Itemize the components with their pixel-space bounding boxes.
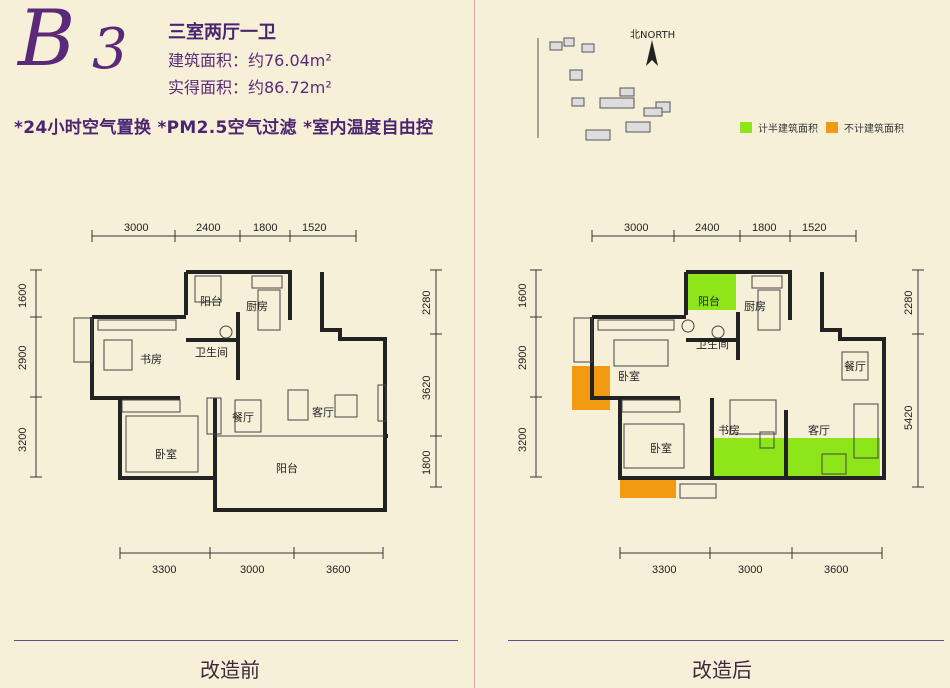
dim-left-3: 3200 [17, 428, 29, 452]
room-living: 客厅 [808, 423, 830, 437]
built-area: 建筑面积：约76.04m² [168, 51, 332, 70]
dim-top-1: 3000 [624, 222, 648, 234]
room-balcony-top: 阳台 [200, 294, 222, 308]
room-kitchen: 厨房 [246, 300, 268, 313]
north-arrow-icon [646, 40, 658, 66]
room-balcony-top: 阳台 [698, 294, 720, 308]
dim-top-4: 1520 [302, 222, 326, 234]
floorplan-before: 3000 2400 1800 1520 3300 3000 3600 1600 … [17, 222, 442, 576]
dim-left-1: 1600 [517, 284, 529, 308]
dim-right-3: 1800 [421, 451, 433, 475]
dim-top-2: 2400 [695, 222, 719, 234]
room-bedroom-2: 卧室 [650, 441, 672, 455]
legend-excluded-area: 不计建筑面积 [826, 120, 904, 135]
dim-top-2: 2400 [196, 222, 220, 234]
area-half-living [712, 438, 880, 478]
room-living: 客厅 [312, 405, 334, 419]
layout-name: 三室两厅一卫 [168, 22, 276, 43]
caption-line-right [508, 640, 944, 641]
room-bedroom: 卧室 [155, 447, 177, 461]
legend-swatch-green [740, 122, 752, 133]
dim-bottom-1: 3300 [152, 564, 176, 576]
unit-letter: B [18, 0, 76, 84]
room-bathroom: 卫生间 [195, 345, 228, 359]
legend-half-area: 计半建筑面积 [740, 120, 818, 135]
room-balcony-bottom: 阳台 [276, 461, 298, 475]
dim-right-2: 5420 [903, 406, 915, 430]
features-text: *24小时空气置换 *PM2.5空气过滤 *室内温度自由控 [14, 118, 434, 138]
unit-number: 3 [92, 17, 128, 82]
caption-line-left [14, 640, 458, 641]
area-excluded-window [620, 478, 676, 498]
room-study: 书房 [718, 424, 740, 437]
dim-top-1: 3000 [124, 222, 148, 234]
room-study: 书房 [140, 353, 162, 366]
room-bedroom-1: 卧室 [618, 369, 640, 383]
dim-right-2: 3620 [421, 376, 433, 400]
page-divider [474, 0, 475, 688]
room-dining: 餐厅 [232, 410, 254, 424]
dim-top-4: 1520 [802, 222, 826, 234]
legend-label-excluded: 不计建筑面积 [844, 124, 904, 135]
dim-right-1: 2280 [421, 291, 433, 315]
dim-right-1: 2280 [903, 291, 915, 315]
dim-left-1: 1600 [17, 284, 29, 308]
dim-left-2: 2900 [517, 346, 529, 370]
floorplan-after: 3000 2400 1800 1520 3300 3000 3600 1600 … [517, 222, 924, 576]
actual-area: 实得面积：约86.72m² [168, 78, 332, 97]
dim-bottom-3: 3600 [824, 564, 848, 576]
dim-bottom-2: 3000 [738, 564, 762, 576]
caption-after: 改造后 [692, 658, 752, 682]
dim-bottom-1: 3300 [652, 564, 676, 576]
dim-bottom-2: 3000 [240, 564, 264, 576]
caption-before: 改造前 [200, 658, 260, 682]
legend-label-half: 计半建筑面积 [758, 124, 818, 135]
dim-top-3: 1800 [752, 222, 776, 234]
dim-top-3: 1800 [253, 222, 277, 234]
dim-left-2: 2900 [17, 346, 29, 370]
legend-swatch-orange [826, 122, 838, 133]
dim-bottom-3: 3600 [326, 564, 350, 576]
room-dining: 餐厅 [844, 359, 866, 373]
room-bathroom: 卫生间 [696, 337, 729, 351]
north-label: 北NORTH [630, 30, 676, 41]
dim-left-3: 3200 [517, 428, 529, 452]
room-kitchen: 厨房 [744, 300, 766, 313]
site-map [537, 37, 671, 141]
area-half-balcony [686, 272, 736, 310]
